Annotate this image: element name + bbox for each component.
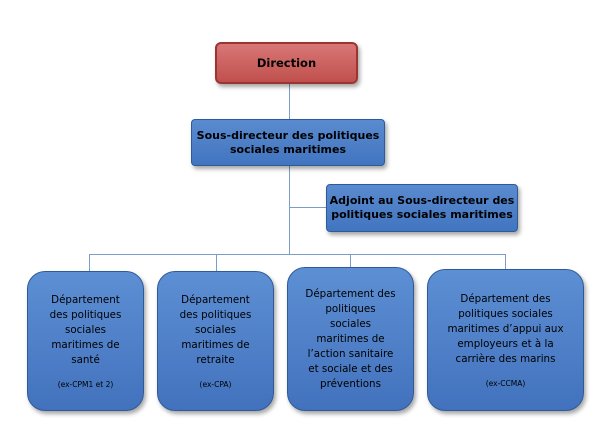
- direction-box: Direction: [215, 42, 358, 84]
- department-sante-line-3: sociales: [64, 323, 107, 336]
- department-action-sanitaire-box: Département des politiques sociales mari…: [287, 267, 414, 411]
- department-appui-employeurs-box: Département des politiques sociales mari…: [427, 269, 584, 411]
- connector-adjoint-branch: [289, 207, 327, 208]
- department-appui-employeurs-line-1: Département des: [460, 292, 551, 305]
- department-sante-box: Département des politiques sociales mari…: [27, 271, 144, 411]
- department-appui-employeurs-line-4: employeurs et à la: [457, 337, 554, 350]
- connector-main-trunk: [289, 165, 290, 255]
- sous-directeur-line-2: sociales maritimes: [229, 142, 346, 156]
- direction-label: Direction: [256, 56, 317, 70]
- department-action-sanitaire-line-1: Département des: [305, 287, 396, 300]
- connector-dept-4: [505, 254, 506, 270]
- department-sante-former-name: (ex-CPM1 et 2): [57, 379, 114, 389]
- connector-direction-to-sous-directeur: [289, 83, 290, 120]
- adjoint-line-2: politiques sociales maritimes: [331, 208, 513, 221]
- department-retraite-line-5: retraite: [196, 353, 235, 366]
- department-appui-employeurs-line-5: carrière des marins: [455, 352, 556, 365]
- department-action-sanitaire-line-7: préventions: [320, 377, 381, 390]
- department-sante-line-4: maritimes de: [51, 338, 120, 351]
- sous-directeur-box: Sous-directeur des politiques sociales m…: [191, 119, 385, 166]
- department-action-sanitaire-line-6: et sociale et des: [308, 362, 393, 375]
- department-action-sanitaire-line-4: maritimes de: [316, 332, 385, 345]
- department-sante-line-5: santé: [71, 353, 100, 366]
- department-sante-line-2: des politiques: [49, 308, 122, 321]
- department-retraite-line-2: des politiques: [179, 308, 252, 321]
- connector-dept-2: [216, 254, 217, 272]
- department-appui-employeurs-line-2: politiques sociales: [458, 307, 553, 320]
- department-retraite-line-3: sociales: [194, 323, 237, 336]
- department-retraite-box: Département des politiques sociales mari…: [157, 271, 274, 411]
- sous-directeur-line-1: Sous-directeur des politiques: [196, 128, 380, 142]
- connector-dept-3: [350, 254, 351, 268]
- connector-department-bus: [89, 254, 506, 255]
- department-action-sanitaire-line-2: politiques: [325, 302, 376, 315]
- department-retraite-former-name: (ex-CPA): [199, 379, 232, 389]
- adjoint-line-1: Adjoint au Sous-directeur des: [329, 194, 515, 207]
- department-action-sanitaire-line-3: sociales: [329, 317, 372, 330]
- connector-dept-1: [89, 254, 90, 272]
- department-action-sanitaire-line-5: l’action sanitaire: [307, 347, 394, 360]
- department-retraite-line-1: Département: [181, 293, 250, 306]
- department-sante-line-1: Département: [51, 293, 120, 306]
- department-appui-employeurs-former-name: (ex-CCMA): [485, 378, 526, 388]
- adjoint-box: Adjoint au Sous-directeur des politiques…: [326, 184, 518, 232]
- department-retraite-line-4: maritimes de: [181, 338, 250, 351]
- department-appui-employeurs-line-3: maritimes d’appui aux: [447, 322, 564, 335]
